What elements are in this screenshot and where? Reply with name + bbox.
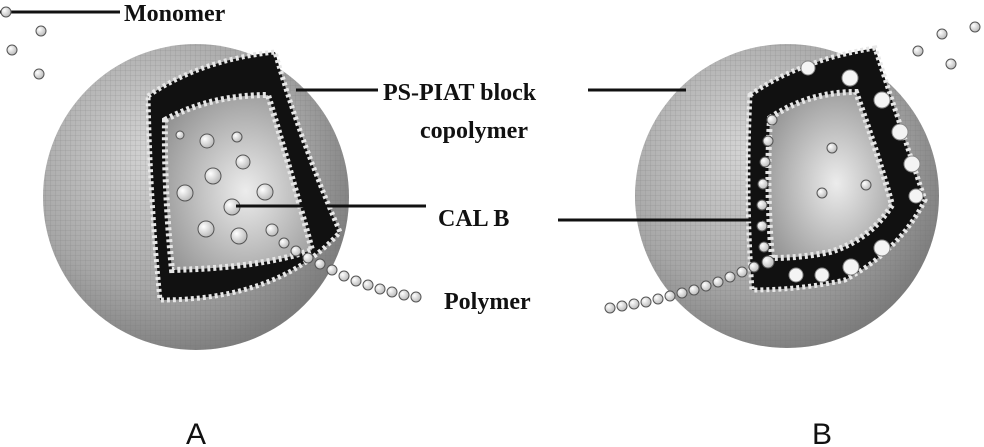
label-block-copolymer-line2: copolymer <box>420 118 528 144</box>
free-monomers-right <box>912 21 981 70</box>
monomer-leader-bead <box>0 6 12 18</box>
label-block-copolymer-line1: PS-PIAT block <box>383 80 537 106</box>
vesicle-b-membrane-enzymes <box>788 60 924 283</box>
vesicle-b-polymer-chain <box>604 261 760 314</box>
vesicle-a-enzymes <box>175 130 279 245</box>
leader-lines <box>0 6 762 222</box>
vesicle-b-lumen <box>765 88 896 262</box>
label-polymer: Polymer <box>444 289 531 315</box>
panel-label-b: B <box>812 418 832 447</box>
free-monomers-left <box>6 25 47 80</box>
label-enzyme: CAL B <box>438 206 509 232</box>
label-monomer: Monomer <box>124 1 226 27</box>
vesicle-b <box>604 44 939 348</box>
vesicle-b-edge-beads <box>756 114 778 269</box>
panel-label-a: A <box>186 418 206 447</box>
vesicle-a <box>43 44 422 350</box>
vesicle-a-polymer-chain <box>278 237 422 303</box>
vesicle-b-lumen-enzymes <box>816 142 872 199</box>
